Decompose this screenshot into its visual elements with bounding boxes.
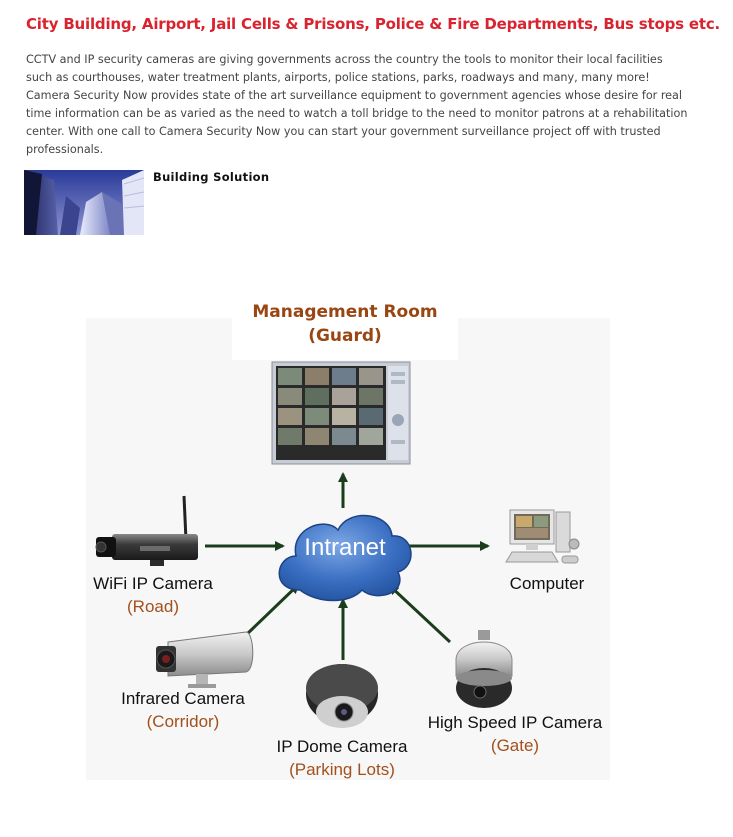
intranet-label: Intranet — [304, 534, 386, 561]
high-speed-ip-camera-icon — [455, 630, 513, 708]
intro-paragraph: CCTV and IP security cameras are giving … — [26, 53, 688, 156]
management-title-band — [232, 296, 458, 360]
infrared-camera-icon — [156, 631, 254, 688]
wifi-camera-label: WiFi IP Camera — [93, 574, 213, 593]
wifi-camera-location: (Road) — [127, 597, 179, 616]
building-solution-link[interactable]: Building Solution — [153, 170, 270, 184]
management-room-title: Management Room — [252, 302, 438, 322]
intranet-cloud — [278, 514, 412, 602]
infrared-camera-location: (Corridor) — [146, 712, 220, 731]
dome-camera-label: IP Dome Camera — [276, 737, 408, 756]
ip-dome-camera-icon — [306, 664, 378, 728]
computer-label: Computer — [509, 574, 585, 593]
arrow-from-speed-camera — [388, 584, 452, 644]
monitoring-screen — [271, 361, 411, 465]
page-heading: City Building, Airport, Jail Cells & Pri… — [26, 15, 721, 33]
dome-camera-location: (Parking Lots) — [289, 760, 395, 779]
speed-camera-label: High Speed IP Camera — [427, 713, 603, 732]
speed-camera-location: (Gate) — [490, 736, 540, 755]
management-room-subtitle: (Guard) — [308, 326, 382, 346]
computer-icon — [505, 509, 580, 564]
wifi-ip-camera-icon — [95, 495, 198, 566]
building-solution-thumbnail[interactable] — [24, 170, 144, 235]
infrared-camera-label: Infrared Camera — [121, 689, 245, 708]
arrow-from-infrared-camera — [243, 583, 300, 638]
